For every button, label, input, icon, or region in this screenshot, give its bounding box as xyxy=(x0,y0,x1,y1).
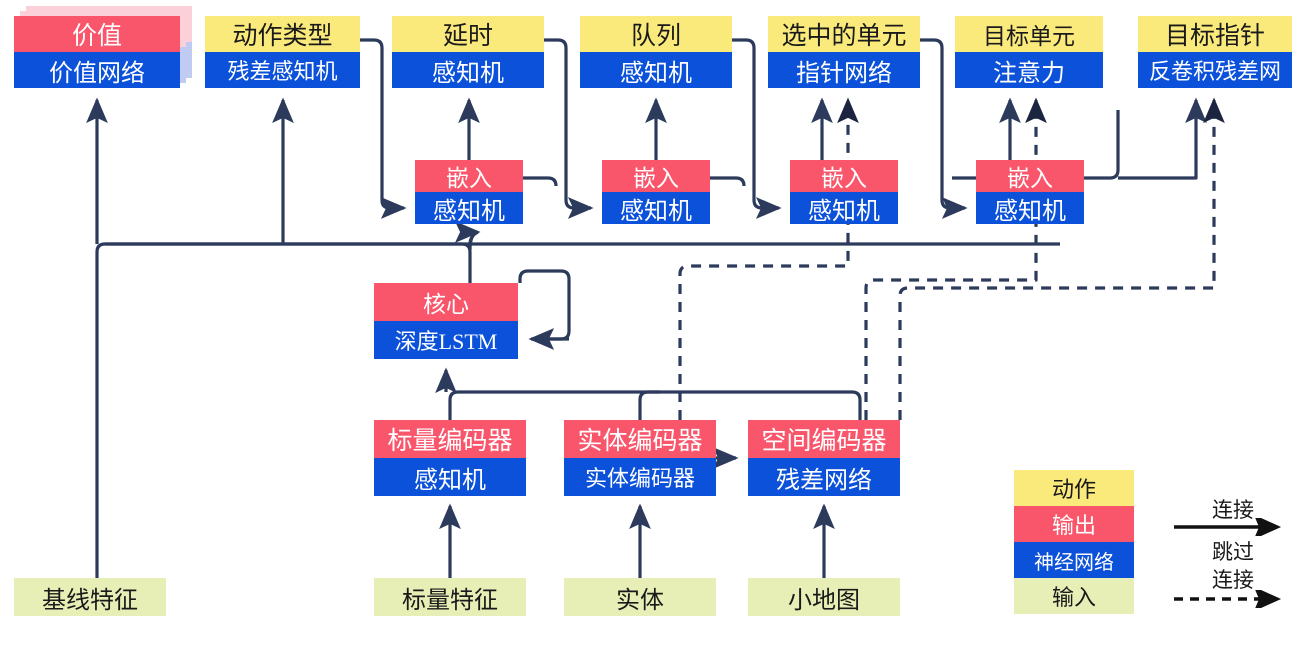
legend-connection-arrow xyxy=(1174,518,1282,536)
legend-swatch-input: 输入 xyxy=(1014,578,1134,614)
node-embed3-top-label: 嵌入 xyxy=(790,160,898,192)
node-embed1-top-label: 嵌入 xyxy=(415,160,523,192)
node-target_unit[interactable]: 目标单元注意力 xyxy=(955,16,1103,88)
node-value-bottom-label: 价值网络 xyxy=(14,52,180,88)
node-baseline_features-bottom-label: 基线特征 xyxy=(14,578,166,616)
legend-skip-connection-arrow xyxy=(1174,590,1282,608)
legend-skip-label-line1: 跳过 xyxy=(1212,540,1254,564)
edge-embed1-to-embed2-link xyxy=(523,176,558,187)
edge-encoders-bus-to-core xyxy=(448,390,862,420)
node-core-top-label: 核心 xyxy=(374,283,518,321)
node-action_type-top-label: 动作类型 xyxy=(205,16,360,52)
node-queue-top-label: 队列 xyxy=(580,16,732,52)
node-embed4-bottom-label: 感知机 xyxy=(976,192,1084,225)
node-value-top-label: 价值 xyxy=(14,16,180,52)
node-spatial_enc-top-label: 空间编码器 xyxy=(748,420,900,458)
node-selected-top-label: 选中的单元 xyxy=(768,16,920,52)
skip-spatial-encoder-to-target-pointer xyxy=(898,97,1225,420)
node-spatial_enc-bottom-label: 残差网络 xyxy=(748,458,900,496)
edge-core-out-up xyxy=(105,242,472,283)
node-delay-bottom-label: 感知机 xyxy=(392,52,544,88)
edge-core-out-to-embed1 xyxy=(468,230,479,245)
skip-spatial-encoder-to-target-unit xyxy=(864,97,1047,420)
node-scalar_enc-top-label: 标量编码器 xyxy=(374,420,526,458)
node-entities-bottom-label: 实体 xyxy=(564,578,716,616)
edge-core-to-embed1-arrow xyxy=(453,227,481,251)
legend-swatch-action: 动作 xyxy=(1014,470,1134,506)
edge-embed4-to-embed3-backlink xyxy=(1084,110,1120,180)
legend-color-stack: 动作输出神经网络输入 xyxy=(1014,470,1134,614)
edge-baseline-features-to-value xyxy=(95,242,1060,578)
node-target_point-top-label: 目标指针 xyxy=(1138,16,1292,52)
node-target_point[interactable]: 目标指针反卷积残差网 xyxy=(1138,16,1292,88)
node-delay-top-label: 延时 xyxy=(392,16,544,52)
legend-connection-label: 连接 xyxy=(1212,498,1254,522)
node-entity_enc-top-label: 实体编码器 xyxy=(564,420,716,458)
node-value[interactable]: 价值价值网络 xyxy=(14,16,180,88)
node-action_type[interactable]: 动作类型残差感知机 xyxy=(205,16,360,88)
edge-embed4-bus-to-target-pointer xyxy=(1118,160,1198,180)
edge-embed2-to-embed3-link xyxy=(710,176,746,187)
node-entity_enc[interactable]: 实体编码器实体编码器 xyxy=(564,420,716,496)
node-selected[interactable]: 选中的单元指针网络 xyxy=(768,16,920,88)
node-embed4[interactable]: 嵌入感知机 xyxy=(976,160,1084,225)
node-embed2-top-label: 嵌入 xyxy=(602,160,710,192)
node-selected-bottom-label: 指针网络 xyxy=(768,52,920,88)
node-embed2[interactable]: 嵌入感知机 xyxy=(602,160,710,225)
legend-swatch-network: 神经网络 xyxy=(1014,542,1134,578)
node-embed2-bottom-label: 感知机 xyxy=(602,192,710,225)
node-core-bottom-label: 深度LSTM xyxy=(374,321,518,359)
node-action_type-bottom-label: 残差感知机 xyxy=(205,52,360,88)
node-queue[interactable]: 队列感知机 xyxy=(580,16,732,88)
skip-entity-encoder-to-selected-units xyxy=(678,97,859,420)
edge-entity-encoder-up-to-bus xyxy=(638,390,660,420)
node-scalar_features-bottom-label: 标量特征 xyxy=(374,578,526,616)
node-baseline_features[interactable]: 基线特征 xyxy=(14,578,166,616)
node-target_point-bottom-label: 反卷积残差网 xyxy=(1138,52,1292,88)
node-minimap[interactable]: 小地图 xyxy=(748,578,900,616)
node-entity_enc-bottom-label: 实体编码器 xyxy=(564,458,716,496)
node-target_unit-bottom-label: 注意力 xyxy=(955,52,1103,88)
node-entities[interactable]: 实体 xyxy=(564,578,716,616)
node-embed4-top-label: 嵌入 xyxy=(976,160,1084,192)
node-scalar_enc[interactable]: 标量编码器感知机 xyxy=(374,420,526,496)
node-delay[interactable]: 延时感知机 xyxy=(392,16,544,88)
node-embed1-bottom-label: 感知机 xyxy=(415,192,523,225)
node-scalar_enc-bottom-label: 感知机 xyxy=(374,458,526,496)
legend-swatch-output: 输出 xyxy=(1014,506,1134,542)
node-embed3-bottom-label: 感知机 xyxy=(790,192,898,225)
legend-skip-label-line2: 连接 xyxy=(1212,568,1254,592)
node-minimap-bottom-label: 小地图 xyxy=(748,578,900,616)
edge-core-recurrent-loop xyxy=(518,269,571,341)
node-core[interactable]: 核心深度LSTM xyxy=(374,283,518,359)
node-target_unit-top-label: 目标单元 xyxy=(955,16,1103,52)
node-embed1[interactable]: 嵌入感知机 xyxy=(415,160,523,225)
node-queue-bottom-label: 感知机 xyxy=(580,52,732,88)
node-spatial_enc[interactable]: 空间编码器残差网络 xyxy=(748,420,900,496)
node-scalar_features[interactable]: 标量特征 xyxy=(374,578,526,616)
node-embed3[interactable]: 嵌入感知机 xyxy=(790,160,898,225)
